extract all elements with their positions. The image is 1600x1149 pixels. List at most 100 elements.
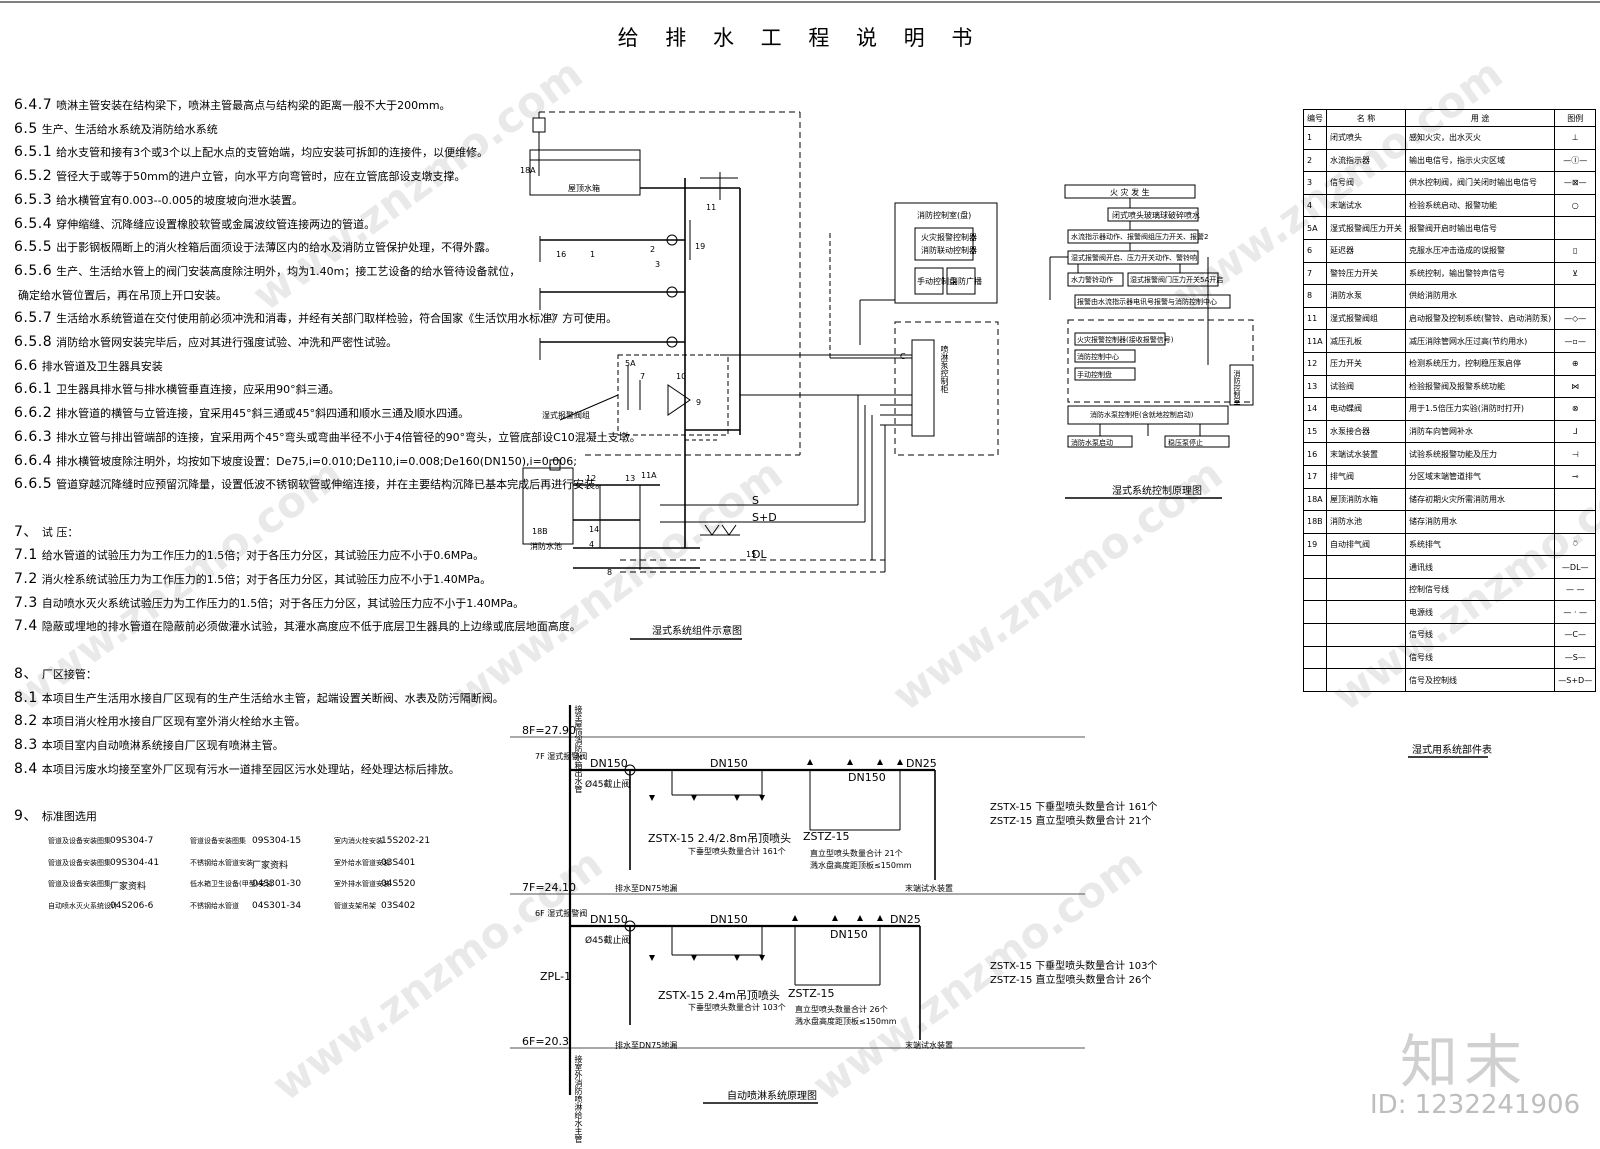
label-n15: 15 (746, 550, 757, 559)
legend-cell: 压力开关 (1326, 351, 1406, 376)
legend-cell: 感知火灾，出水灭火 (1404, 126, 1556, 150)
sprinkler-head-icon (897, 759, 903, 765)
legend-cell: 闭式喷头 (1326, 126, 1406, 150)
d2-box-12: 稳压泵停止 (1168, 439, 1203, 447)
legend-cell (1326, 577, 1406, 602)
legend-symbol-icon: —⊠— (1554, 171, 1597, 195)
standard-cell: 室外排水管道安装 (334, 880, 390, 888)
legend-cell: 电源线 (1404, 600, 1556, 625)
label-n14: 14 (589, 525, 600, 534)
legend-cell: 信号线 (1404, 645, 1556, 670)
legend-cell (1303, 668, 1327, 692)
dn150-6f-b: DN150 (710, 913, 748, 926)
standard-cell: 04S301-34 (252, 900, 302, 911)
note-text: 试 压： (41, 525, 79, 539)
legend-cell: 消防水池 (1326, 510, 1406, 534)
note-number: 6.5.3 (14, 191, 53, 208)
diagram2-caption: 湿式系统控制原理图 (1112, 486, 1202, 497)
legend-cell: 18B (1303, 510, 1327, 534)
legend-cell: 11 (1303, 306, 1327, 331)
test-7f: 末端试水装置 (905, 884, 953, 893)
legend-symbol-icon: —S— (1554, 645, 1597, 670)
note-number: 6.6.1 (14, 381, 53, 398)
legend-cell (1303, 577, 1327, 602)
legend-symbol-icon: ○ (1554, 193, 1597, 218)
legend-symbol-icon: ⋈ (1554, 374, 1597, 399)
note-number: 6.6 (14, 357, 38, 374)
sprinkler-head-icon (792, 915, 798, 921)
note-text: 自动喷水灭火系统试验压力为工作压力的1.5倍；对于各压力分区，其试验压力应不小于… (41, 596, 525, 610)
d2-box-8: 消防控制中心 (1077, 353, 1119, 361)
sprinkler-head-icon (759, 795, 765, 801)
note-text: 生活给水系统管道在交付使用前必须冲洗和消毒，并经有关部门取样检验，符合国家《生活… (56, 312, 618, 326)
legend-symbol-icon: ▯ (1554, 238, 1597, 263)
level-8f: 8F=27.90 (522, 724, 577, 737)
sprinkler-head-icon (847, 759, 853, 765)
legend-cell: 水流指示器 (1326, 148, 1406, 173)
legend-symbol-icon: ⊗ (1554, 397, 1597, 421)
note-text: 给水横管宜有0.003--0.005的坡度坡向泄水装置。 (56, 193, 304, 207)
note-line: 8、厂区接管： (14, 663, 494, 687)
standard-cell: 03S401 (381, 857, 416, 868)
note-number: 7.2 (14, 571, 38, 588)
standard-cell: 09S304-41 (110, 857, 160, 868)
sprinkler-head-icon (734, 795, 740, 801)
legend-symbol-icon: —DL— (1554, 555, 1597, 579)
label-n11: 11 (706, 203, 717, 212)
d2-box-3: 湿式报警阀开启、压力开关动作、警铃响 (1071, 254, 1197, 262)
label-sd: S+D (752, 511, 777, 524)
sprinkler-head-icon (877, 915, 883, 921)
legend-cell: 供给消防用水 (1404, 284, 1556, 308)
legend-symbol-icon: ⊥ (1554, 126, 1597, 150)
dn150-6f-c: DN150 (830, 928, 868, 941)
legend-cell: 12 (1303, 351, 1327, 376)
note-number: 7.1 (14, 547, 38, 564)
sprinkler-head-icon (759, 955, 765, 961)
legend-cell: 检验系统启动、报警功能 (1404, 193, 1556, 218)
label-n8: 8 (607, 568, 613, 577)
standard-cell: 04S206-6 (110, 900, 154, 911)
legend-cell: 启动报警及控制系统(警铃、启动消防泵) (1404, 306, 1556, 331)
legend-cell: 减压孔板 (1326, 329, 1406, 353)
legend-cell: 警铃压力开关 (1326, 261, 1406, 286)
legend-cell (1326, 600, 1406, 625)
legend-cell: 5A (1303, 216, 1327, 240)
legend-cell: 电动蝶阀 (1326, 397, 1406, 421)
label-s: S (752, 494, 759, 507)
note-number: 8.2 (14, 713, 38, 730)
standard-cell: 室外给水管道安装 (334, 858, 390, 867)
legend-cell: 1 (1303, 126, 1327, 150)
legend-cell (1303, 645, 1327, 670)
label-dl: DL (752, 548, 767, 561)
note-text: 消火栓系统试验压力为工作压力的1.5倍；对于各压力分区，其试验压力应不小于1.4… (41, 573, 492, 587)
d2-box-10: 消防水泵控制柜(含就地控制启动) (1090, 411, 1194, 419)
note-text: 生产、生活给水系统及消防给水系统 (41, 122, 218, 136)
legend-cell: 储存初期火灾所需消防用水 (1404, 487, 1556, 512)
note-number: 6.5.7 (14, 310, 53, 327)
legend-cell (1303, 555, 1327, 579)
note-number: 8.3 (14, 736, 38, 753)
note-number: 9、 (14, 808, 38, 825)
legend-cell: 水泵接合器 (1326, 419, 1406, 444)
legend-cell: 试验阀 (1326, 374, 1406, 399)
right-7f-b: ZSTZ-15 直立型喷头数量合计 21个 (990, 816, 1152, 827)
legend-cell: 试验系统报警功能及压力 (1404, 442, 1556, 466)
note-number: 6.6.3 (14, 428, 53, 445)
label-c: C (900, 352, 906, 361)
label-n2: 2 (650, 245, 656, 254)
note-text: 本项目污废水均接至室外厂区现有污水一道排至园区污水处理站，经处理达标后排放。 (41, 762, 460, 776)
label-n12: 12 (586, 474, 597, 483)
sprinkler-head-icon (691, 955, 697, 961)
zstz-7f-c: 溅水盘高度距顶板≤150mm (810, 861, 912, 870)
valve-7f: 7F 湿式报警阀 (535, 752, 588, 761)
note-number: 7.3 (14, 594, 38, 611)
note-line: 9、标准图选用 (14, 805, 494, 829)
